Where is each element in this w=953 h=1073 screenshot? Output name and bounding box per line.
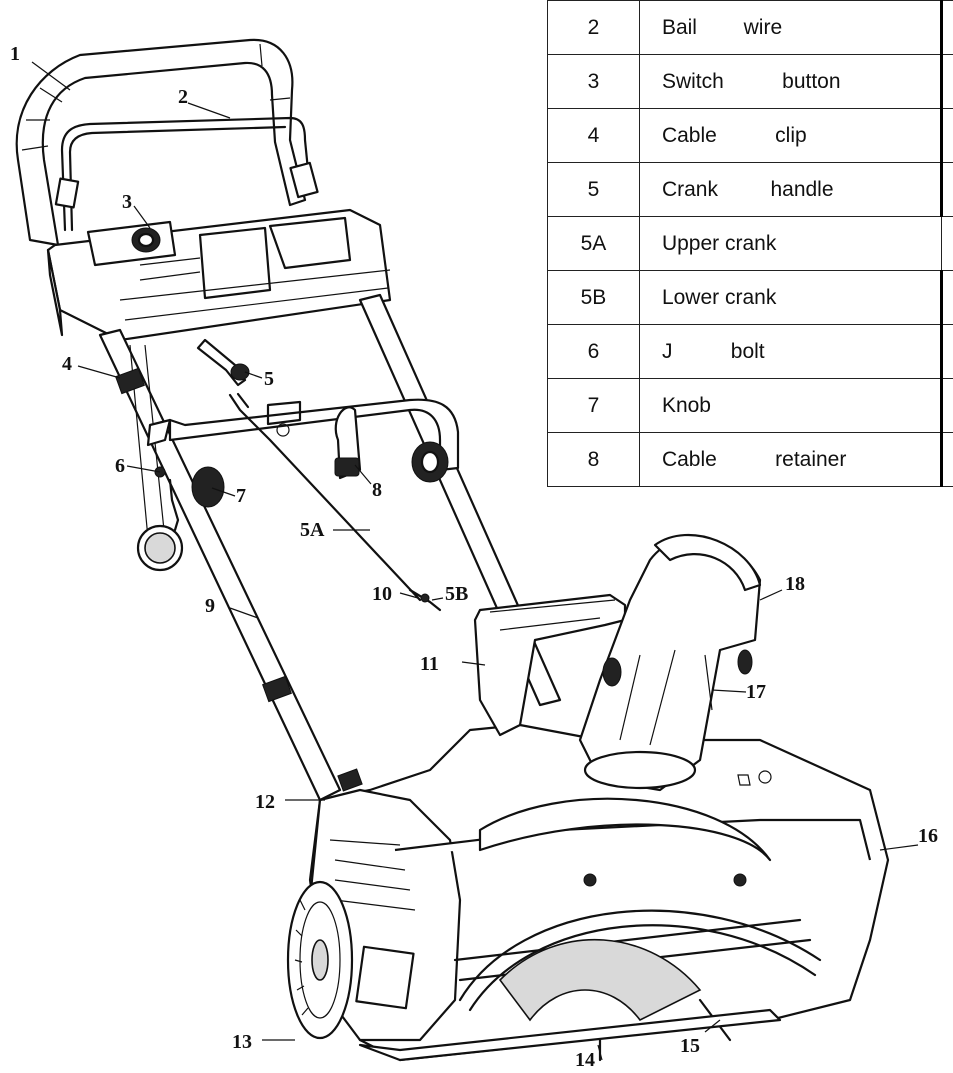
part-name: Knob <box>638 378 942 433</box>
part-number: 6 <box>547 324 640 379</box>
callout-7: 7 <box>236 485 246 507</box>
cable-retainer <box>266 400 362 480</box>
callout-18: 18 <box>785 573 805 595</box>
callout-16: 16 <box>918 825 938 847</box>
part-name: Crank handle <box>638 162 942 217</box>
discharge-chute <box>578 534 762 792</box>
table-edge-cell <box>939 432 953 487</box>
table-edge-cell <box>940 216 953 271</box>
callout-4: 4 <box>62 353 72 375</box>
callouts: 1 2 3 4 5 5A 5B 6 7 8 9 10 11 12 13 14 1… <box>10 43 938 1071</box>
leader-lines <box>31 61 919 1061</box>
part-number: 2 <box>547 0 640 55</box>
callout-10: 10 <box>372 583 392 605</box>
callout-8: 8 <box>372 479 382 501</box>
handle-tubes <box>98 293 562 802</box>
part-number: 8 <box>547 432 640 487</box>
part-name: Cable clip <box>638 108 942 163</box>
callout-3: 3 <box>122 191 132 213</box>
callout-12: 12 <box>255 791 275 813</box>
callout-13: 13 <box>232 1031 252 1053</box>
part-name: Cable retainer <box>638 432 942 487</box>
callout-2: 2 <box>178 86 188 108</box>
chute-handle <box>473 593 627 737</box>
part-name: Bail wire <box>638 0 942 55</box>
wheel <box>286 880 354 1040</box>
part-name: Switch button <box>638 54 942 109</box>
callout-11: 11 <box>420 653 439 675</box>
part-name: Upper crank <box>638 216 942 271</box>
part-number: 7 <box>547 378 640 433</box>
table-edge-cell <box>939 54 953 109</box>
part-number: 5B <box>547 270 640 325</box>
table-edge-cell <box>939 0 953 55</box>
callout-14: 14 <box>575 1049 595 1071</box>
part-name: J bolt <box>638 324 942 379</box>
callout-17: 17 <box>746 681 766 703</box>
j-bolt-and-plug <box>136 466 184 572</box>
part-number: 5A <box>547 216 640 271</box>
part-name: Lower crank <box>638 270 942 325</box>
callout-5: 5 <box>264 368 274 390</box>
crank-assembly <box>196 338 442 612</box>
table-edge-cell <box>939 162 953 217</box>
callout-9: 9 <box>205 595 215 617</box>
callout-5a: 5A <box>300 519 325 541</box>
switch-box <box>46 208 392 342</box>
table-edge-cell <box>939 378 953 433</box>
part-number: 4 <box>547 108 640 163</box>
part-number: 3 <box>547 54 640 109</box>
table-edge-cell <box>939 108 953 163</box>
auger-housing <box>308 723 890 1062</box>
callout-6: 6 <box>115 455 125 477</box>
callout-1: 1 <box>10 43 20 65</box>
table-edge-cell <box>939 324 953 379</box>
bail-wire <box>54 116 319 232</box>
part-number: 5 <box>547 162 640 217</box>
lower-handle-crossbar <box>146 398 460 508</box>
table-edge-cell <box>939 270 953 325</box>
callout-5b: 5B <box>445 583 468 605</box>
callout-15: 15 <box>680 1035 700 1057</box>
upper-handle <box>15 38 307 247</box>
